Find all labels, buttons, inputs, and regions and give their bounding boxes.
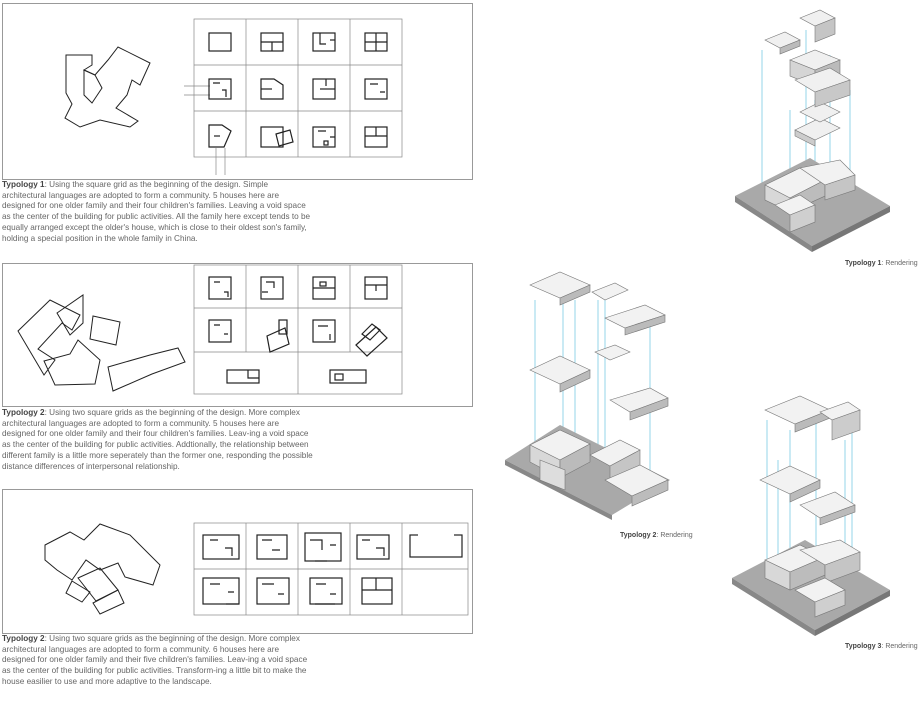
typology-1-description: Typology 1: Using the square grid as the… xyxy=(2,180,314,244)
rendering-2-suffix: : Rendering xyxy=(656,532,693,539)
typology-2-label: Typology 2 xyxy=(2,408,45,417)
rendering-3-caption: Typology 3: Rendering xyxy=(845,643,918,650)
typology-3-text: : Using two square grids as the beginnin… xyxy=(2,634,308,686)
typology-2-panel xyxy=(2,263,473,407)
typology-2-description: Typology 2: Using two square grids as th… xyxy=(2,408,314,472)
typology-1-text: : Using the square grid as the beginning… xyxy=(2,180,311,243)
rendering-1 xyxy=(735,9,890,252)
typology-1-label: Typology 1 xyxy=(2,180,45,189)
typology-3-description: Typology 2: Using two square grids as th… xyxy=(2,634,314,688)
typology-3-label: Typology 2 xyxy=(2,634,45,643)
rendering-2-caption: Typology 2: Rendering xyxy=(620,532,693,539)
rendering-1-label: Typology 1 xyxy=(845,260,882,267)
rendering-3 xyxy=(732,395,890,636)
rendering-2-label: Typology 2 xyxy=(620,532,657,539)
rendering-2 xyxy=(505,271,670,520)
rendering-1-suffix: : Rendering xyxy=(881,260,918,267)
rendering-1-caption: Typology 1: Rendering xyxy=(845,260,918,267)
typology-3-panel xyxy=(2,489,473,634)
typology-1-panel xyxy=(2,3,473,180)
rendering-3-label: Typology 3 xyxy=(845,643,882,650)
rendering-3-suffix: : Rendering xyxy=(881,643,918,650)
typology-2-text: : Using two square grids as the beginnin… xyxy=(2,408,313,471)
